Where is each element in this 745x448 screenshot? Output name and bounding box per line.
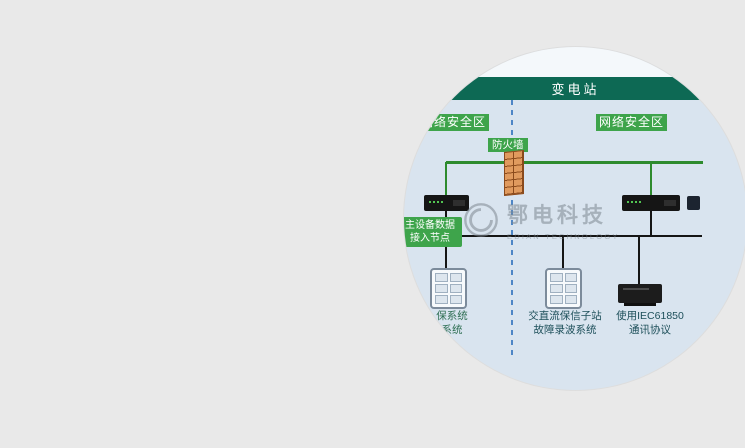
bus-connector-left (445, 162, 447, 196)
device-label-middle: 交直流保信子站 故障录波系统 (528, 310, 602, 336)
firewall-label: 防火墙 (488, 138, 528, 152)
firewall-icon (504, 149, 524, 197)
zone-label-left: 网络安全区 (418, 114, 490, 131)
circle-top-area (404, 47, 745, 77)
network-switch-icon-right (622, 195, 680, 211)
switch-leds (429, 201, 443, 203)
switch-panel (664, 200, 676, 206)
bus-connector-right (650, 162, 652, 196)
network-switch-icon-left (424, 195, 469, 211)
substation-banner: 变电站 (404, 77, 745, 100)
watermark-title: 鄂电科技 (507, 204, 607, 227)
protection-relay-icon-left (430, 268, 467, 309)
switch-leds (627, 201, 641, 203)
connector-line (445, 236, 447, 269)
connector-line (562, 236, 564, 269)
diagram-circle: 变电站 网络安全区 网络安全区 防火墙 (404, 47, 745, 390)
device-bus-line (445, 235, 702, 237)
device-label-right: 使用IEC61850 通讯协议 (616, 310, 684, 336)
connector-line (650, 211, 652, 236)
network-bus-line (446, 161, 703, 164)
device-label-left: 保系统 系统 (436, 310, 468, 336)
zone-divider-dashed-line (511, 100, 513, 357)
substation-banner-label: 变电站 (551, 82, 600, 97)
zone-label-right: 网络安全区 (596, 114, 668, 131)
recorder-base (624, 303, 656, 306)
clipped-device-fragment (687, 196, 700, 210)
recorder-slot (623, 288, 649, 290)
protection-relay-icon-middle (545, 268, 582, 309)
switch-panel (453, 200, 465, 206)
access-node-label: 主设备数据 接入节点 (404, 217, 462, 247)
connector-line (638, 236, 640, 285)
recorder-device-icon (618, 284, 662, 306)
